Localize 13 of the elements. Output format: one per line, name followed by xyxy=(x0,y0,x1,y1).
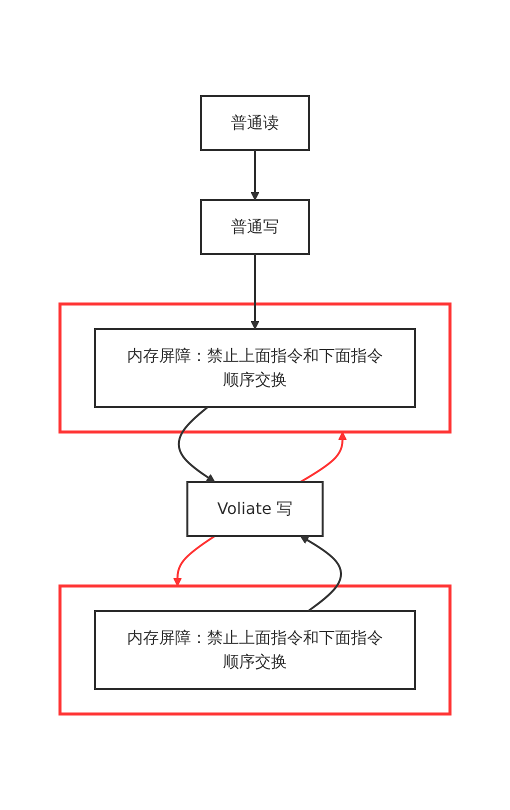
cluster xyxy=(58,584,452,716)
arrow xyxy=(250,150,260,200)
node-box: 普通读 xyxy=(200,95,310,151)
cluster xyxy=(58,302,452,434)
node-box: 内存屏障：禁止上面指令和下面指令顺序交换 xyxy=(94,328,416,408)
arrow xyxy=(250,254,260,330)
arrow xyxy=(300,536,342,612)
node-box: 普通写 xyxy=(200,199,310,255)
node-box: 内存屏障：禁止上面指令和下面指令顺序交换 xyxy=(94,610,416,690)
node-box: Voliate 写 xyxy=(186,481,324,537)
arrow xyxy=(300,432,347,483)
arrow xyxy=(178,406,216,482)
arrow xyxy=(173,535,216,586)
